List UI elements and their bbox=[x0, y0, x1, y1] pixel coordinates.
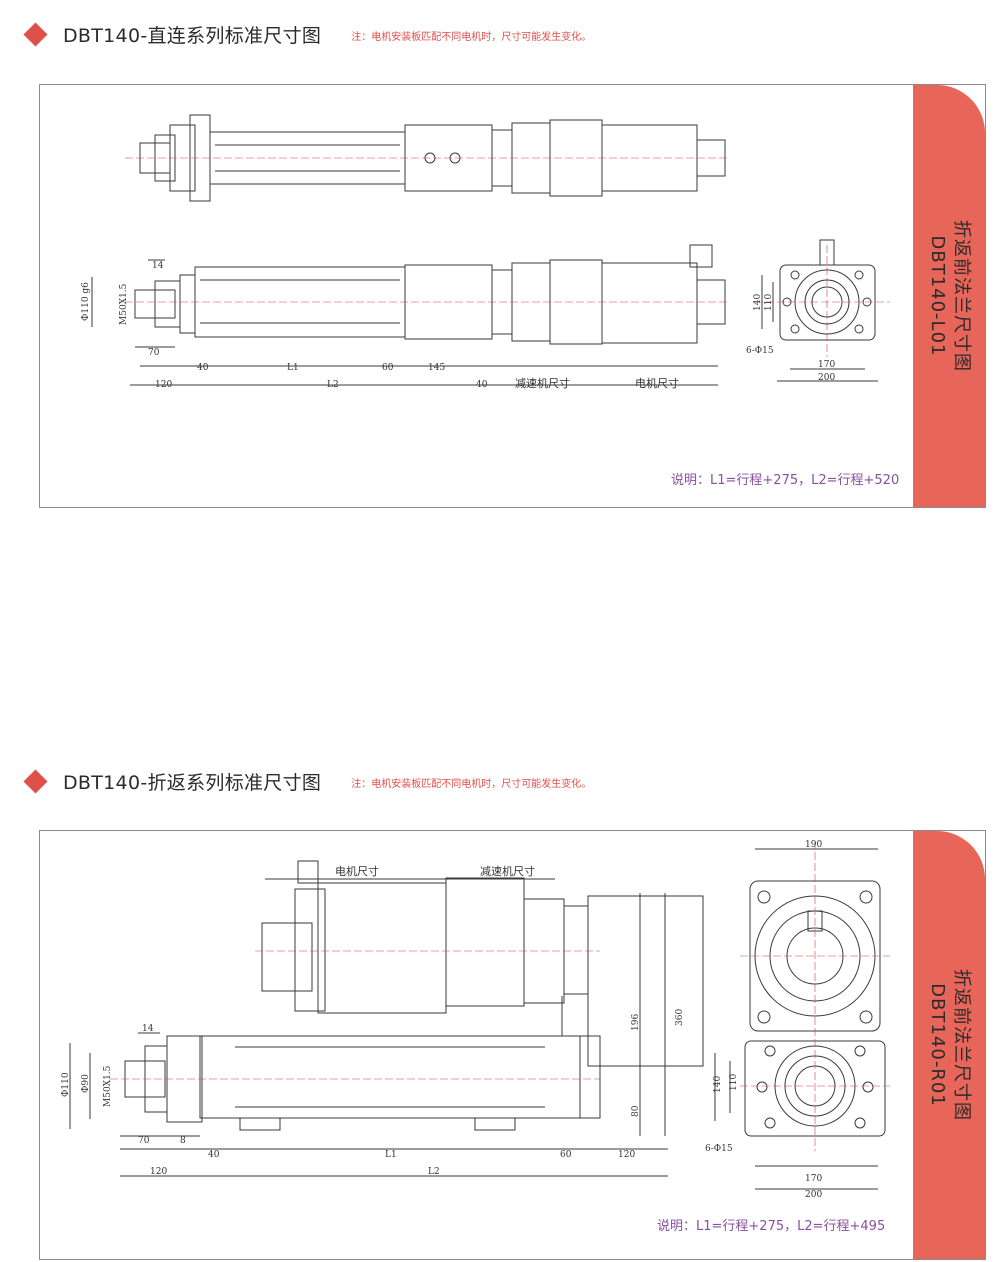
s2-dim-120b: 120 bbox=[150, 1167, 167, 1177]
s2-dim-holes: 6-Φ15 bbox=[705, 1144, 733, 1154]
section2-title: DBT140-折返系列标准尺寸图 bbox=[63, 771, 322, 794]
section2-remark: 说明：L1=行程+275，L2=行程+495 bbox=[657, 1219, 886, 1234]
s2-dim-l2: L2 bbox=[428, 1167, 440, 1177]
s1-dim-14: 14 bbox=[152, 261, 164, 271]
s1-motor-label: 电机尺寸 bbox=[635, 376, 679, 390]
section1-title: DBT140-直连系列标准尺寸图 bbox=[63, 24, 322, 47]
section1-remark: 说明：L1=行程+275，L2=行程+520 bbox=[671, 473, 900, 488]
section2-side-tab: 折返前法兰尺寸图 DBT140-R01 bbox=[913, 831, 985, 1259]
s2-dim-70: 70 bbox=[138, 1136, 150, 1146]
s1-reducer-label: 减速机尺寸 bbox=[515, 376, 570, 390]
s1-dim-holes: 6-Φ15 bbox=[746, 346, 774, 356]
s1-dim-200: 200 bbox=[818, 373, 835, 383]
s2-dim-8: 8 bbox=[180, 1136, 186, 1146]
s1-dim-70: 70 bbox=[148, 348, 160, 358]
s2-dim-190: 190 bbox=[805, 840, 822, 850]
section1-header: DBT140-直连系列标准尺寸图 注：电机安装板匹配不同电机时，尺寸可能发生变化… bbox=[22, 19, 591, 49]
s2-dim-196: 196 bbox=[631, 1014, 641, 1031]
s2-motor-label: 电机尺寸 bbox=[335, 864, 379, 878]
s2-dim-phi90: Φ90 bbox=[81, 1074, 91, 1093]
s2-dim-60: 60 bbox=[560, 1150, 572, 1160]
s2-dim-110: 110 bbox=[729, 1074, 739, 1091]
s2-dim-200: 200 bbox=[805, 1190, 822, 1200]
s1-dim-m50: M50X1.5 bbox=[119, 283, 129, 325]
s1-dim-140: 140 bbox=[753, 294, 763, 311]
s2-dim-80: 80 bbox=[631, 1105, 641, 1117]
section2-drawing-panel: 电机尺寸 减速机尺寸 14 Φ110 Φ90 M50X1.5 70 8 40 L… bbox=[39, 830, 986, 1260]
s2-dim-360: 360 bbox=[675, 1009, 685, 1026]
s2-dim-l1: L1 bbox=[385, 1150, 397, 1160]
s1-dim-170: 170 bbox=[818, 360, 835, 370]
section1-side-tab: 折返前法兰尺寸图 DBT140-L01 bbox=[913, 85, 985, 507]
s2-dim-140: 140 bbox=[713, 1076, 723, 1093]
s1-dim-110: 110 bbox=[764, 294, 774, 311]
section2-tab-model: DBT140-R01 bbox=[927, 983, 948, 1107]
s1-dim-145: 145 bbox=[428, 363, 445, 373]
section1-drawing-panel: 14 Φ110 g6 M50X1.5 70 40 L1 60 145 120 L… bbox=[39, 84, 986, 508]
s1-dim-l1: L1 bbox=[287, 363, 299, 373]
s1-dim-l2: L2 bbox=[327, 380, 339, 390]
s1-dim-40b: 40 bbox=[476, 380, 488, 390]
s2-reducer-label: 减速机尺寸 bbox=[480, 864, 535, 878]
diamond-bullet-icon bbox=[23, 768, 48, 794]
s2-dim-14: 14 bbox=[142, 1024, 154, 1034]
section1-note: 注：电机安装板匹配不同电机时，尺寸可能发生变化。 bbox=[351, 31, 592, 43]
s2-dim-170: 170 bbox=[805, 1174, 822, 1184]
s1-dim-phi110: Φ110 g6 bbox=[81, 282, 91, 321]
section2-drawing: 电机尺寸 减速机尺寸 14 Φ110 Φ90 M50X1.5 70 8 40 L… bbox=[61, 840, 890, 1200]
s2-dim-m50: M50X1.5 bbox=[103, 1065, 113, 1107]
section1-tab-model: DBT140-L01 bbox=[927, 235, 948, 357]
diamond-bullet-icon bbox=[23, 21, 48, 47]
section1-drawing: 14 Φ110 g6 M50X1.5 70 40 L1 60 145 120 L… bbox=[81, 114, 890, 390]
s1-dim-120: 120 bbox=[155, 380, 172, 390]
section2-note: 注：电机安装板匹配不同电机时，尺寸可能发生变化。 bbox=[351, 778, 592, 790]
s2-dim-phi110: Φ110 bbox=[61, 1072, 71, 1097]
section1-tab-title: 折返前法兰尺寸图 bbox=[951, 220, 972, 372]
s1-dim-40: 40 bbox=[197, 363, 209, 373]
s2-dim-120: 120 bbox=[618, 1150, 635, 1160]
s1-dim-60: 60 bbox=[382, 363, 394, 373]
s2-dim-40: 40 bbox=[208, 1150, 220, 1160]
section2-tab-title: 折返前法兰尺寸图 bbox=[951, 969, 972, 1121]
section2-header: DBT140-折返系列标准尺寸图 注：电机安装板匹配不同电机时，尺寸可能发生变化… bbox=[22, 766, 591, 796]
